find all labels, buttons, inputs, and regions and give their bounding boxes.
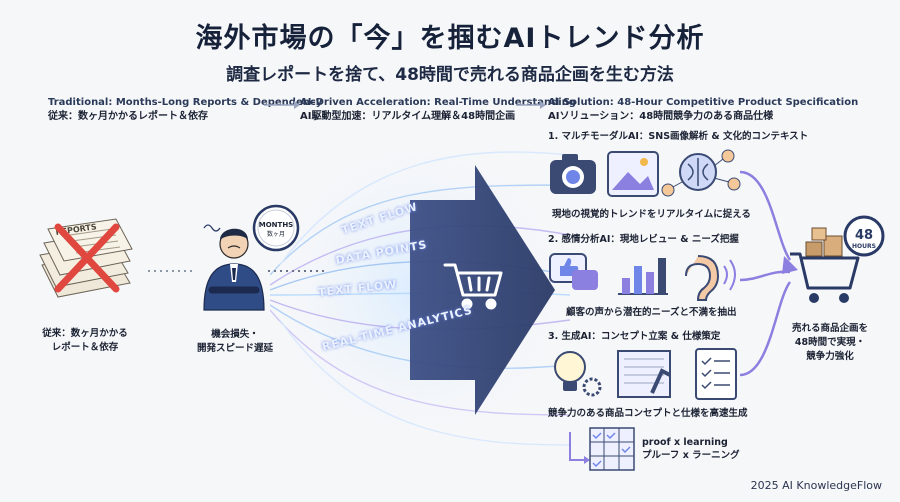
- step-1-title: 1. マルチモーダルAI：SNS画像解析 & 文化的コンテキスト: [548, 131, 809, 142]
- step-2-caption: 顧客の声から潜在的ニーズと不満を抽出: [566, 307, 737, 318]
- person-caption-line-2: 開発スピード遅延: [196, 343, 273, 354]
- result-cart-icon: 48 HOURS: [790, 215, 885, 303]
- clock-sub: 数ヶ月: [267, 230, 285, 238]
- footer-brand: 2025 AI KnowledgeFlow: [750, 479, 882, 492]
- thumbs-up-chat-icon: [549, 253, 598, 290]
- brain-network-icon: [661, 149, 741, 197]
- spec-document-icon: [695, 348, 737, 400]
- reports-caption: 従来：数ヶ月かかる レポート＆依存: [25, 325, 145, 353]
- lightbulb-gear-icon: [554, 351, 602, 397]
- ai-flow-stream: [270, 140, 570, 446]
- result-caption-line-1: 売れる商品企画を: [791, 323, 868, 334]
- header-arrow-1: [264, 101, 300, 109]
- proof-label: proof x learning プルーフ x ラーニング: [642, 436, 740, 462]
- reports-caption-line-1: 従来：数ヶ月かかる: [42, 328, 128, 339]
- step-2-icons: [549, 253, 736, 301]
- column-header-solution-en: AI Solution: 48-Hour Competitive Product…: [548, 97, 859, 108]
- step-3-title: 3. 生成AI：コンセプト立案 & 仕様策定: [548, 331, 721, 342]
- column-header-ai-en: AI-Driven Acceleration: Real-Time Unders…: [300, 97, 576, 108]
- step-2-title: 2. 感情分析AI：現地レビュー & ニーズ把握: [548, 234, 739, 245]
- clock-label: MONTHS: [259, 221, 293, 229]
- person-caption-line-1: 機会損失・: [211, 329, 259, 340]
- column-header-solution: AI Solution: 48-Hour Competitive Product…: [548, 96, 858, 124]
- page-subtitle: 調査レポートを捨て、48時間で売れる商品企画を生む方法: [226, 65, 674, 85]
- bar-chart-icon: [618, 258, 668, 295]
- page-title: 海外市場の「今」を掴むAIトレンド分析: [195, 23, 705, 54]
- red-x-icon: [54, 223, 120, 293]
- step-3-icons: [554, 348, 737, 400]
- ear-icon: [685, 255, 736, 301]
- column-header-solution-jp: AIソリューション：48時間競争力のある商品仕様: [548, 111, 774, 122]
- column-header-traditional: Traditional: Months-Long Reports & Depen…: [48, 96, 322, 124]
- cart-icon: [443, 263, 503, 310]
- reports-caption-line-2: レポート＆依存: [51, 342, 119, 353]
- step-3-caption: 競争力のある商品コンセプトと仕様を高速生成: [548, 408, 748, 419]
- result-caption-line-3: 競争力強化: [806, 351, 854, 362]
- column-header-traditional-en: Traditional: Months-Long Reports & Depen…: [48, 97, 323, 108]
- converging-arrows: [740, 170, 798, 377]
- proof-label-jp: プルーフ x ラーニング: [642, 450, 740, 461]
- column-header-ai-jp: AI駆動型加速：リアルタイム理解＆48時間企画: [300, 111, 516, 122]
- result-caption-line-2: 48時間で実現・: [794, 337, 866, 348]
- person-caption: 機会損失・ 開発スピード遅延: [185, 326, 285, 354]
- step-1-icons: [550, 149, 741, 197]
- badge-number: 48: [855, 228, 873, 243]
- clock-icon: MONTHS 数ヶ月: [252, 204, 300, 252]
- header-arrow-2: [516, 101, 546, 109]
- column-header-ai: AI-Driven Acceleration: Real-Time Unders…: [300, 96, 576, 124]
- proof-grid-icon: [569, 427, 635, 471]
- result-caption: 売れる商品企画を 48時間で実現・ 競争力強化: [775, 320, 885, 362]
- reports-stack-icon: REPORTS: [39, 218, 133, 298]
- blueprint-robot-arm-icon: [617, 350, 671, 398]
- step-1-caption: 現地の視覚的トレンドをリアルタイムに捉える: [552, 209, 751, 220]
- badge-unit: HOURS: [852, 243, 876, 250]
- stressed-businessman-icon: MONTHS 数ヶ月: [203, 204, 300, 311]
- column-header-traditional-jp: 従来：数ヶ月かかるレポート＆依存: [48, 111, 208, 122]
- proof-label-en: proof x learning: [642, 437, 728, 448]
- camera-icon: [550, 154, 596, 194]
- image-frame-icon: [607, 151, 659, 197]
- dotted-connector-1: [148, 270, 193, 272]
- 48-hours-badge: 48 HOURS: [843, 215, 885, 257]
- dotted-connector-2: [268, 270, 328, 272]
